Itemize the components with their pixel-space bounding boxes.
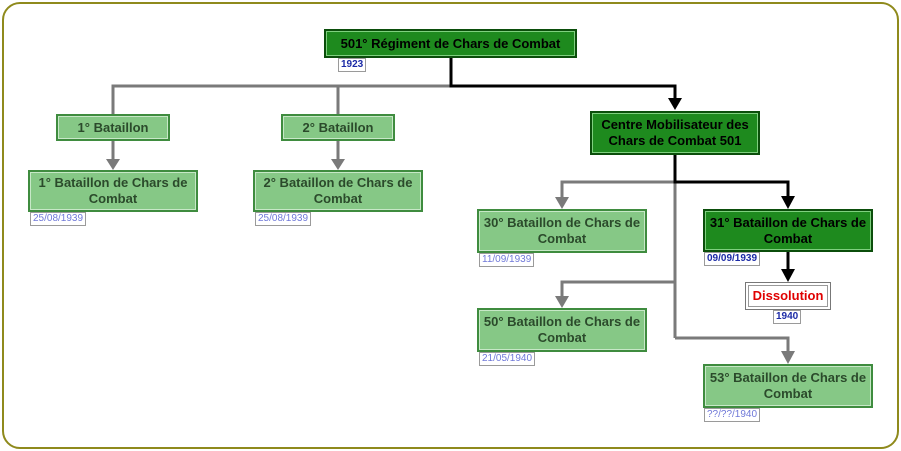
node-dissolution-label: Dissolution: [752, 288, 824, 303]
node-regiment: 501° Régiment de Chars de Combat: [324, 29, 577, 58]
node-bcc-31-label: 31° Bataillon de Chars de Combat: [709, 214, 867, 246]
arrowhead-bcc31: [781, 196, 795, 209]
date-bcc-53: ??/??/1940: [704, 408, 761, 422]
date-bcc-2: 25/08/1939: [255, 212, 312, 226]
node-bcc-53: 53° Bataillon de Chars de Combat: [703, 364, 873, 408]
node-centre-mobilisateur: Centre Mobilisateur des Chars de Combat …: [590, 111, 760, 155]
node-bcc-31: 31° Bataillon de Chars de Combat: [703, 209, 873, 252]
node-bcc-2-label: 2° Bataillon de Chars de Combat: [263, 175, 413, 206]
node-centre-mobilisateur-label: Centre Mobilisateur des Chars de Combat …: [601, 117, 749, 148]
node-bcc-30-label: 30° Bataillon de Chars de Combat: [483, 215, 641, 246]
arrowhead-bcc53: [781, 351, 795, 364]
node-bcc-1: 1° Bataillon de Chars de Combat: [28, 170, 198, 212]
node-bcc-30: 30° Bataillon de Chars de Combat: [477, 209, 647, 253]
node-bcc-50-label: 50° Bataillon de Chars de Combat: [483, 314, 641, 345]
node-bcc-2: 2° Bataillon de Chars de Combat: [253, 170, 423, 212]
arrowhead-bcc2: [331, 159, 345, 170]
node-regiment-label: 501° Régiment de Chars de Combat: [340, 35, 561, 51]
connector-regiment-to-bataillons: [111, 58, 453, 114]
arrowhead-cmcc: [668, 98, 682, 110]
date-dissolution: 1940: [773, 310, 802, 324]
connector-regiment-to-cmcc: [449, 58, 677, 99]
node-dissolution: Dissolution: [745, 282, 831, 310]
connector-to-bcc50: [560, 280, 675, 297]
connector-cmcc-to-bcc31: [673, 155, 790, 197]
date-bcc-1: 25/08/1939: [30, 212, 87, 226]
arrowhead-bcc30: [555, 197, 569, 209]
node-bataillon-1: 1° Bataillon: [56, 114, 170, 141]
node-bataillon-2-label: 2° Bataillon: [302, 119, 374, 135]
arrowhead-bcc1: [106, 159, 120, 170]
node-bcc-53-label: 53° Bataillon de Chars de Combat: [709, 370, 867, 401]
node-bcc-1-label: 1° Bataillon de Chars de Combat: [38, 175, 188, 206]
node-bcc-50: 50° Bataillon de Chars de Combat: [477, 308, 647, 352]
node-bataillon-1-label: 1° Bataillon: [77, 119, 149, 135]
connector-cmcc-to-bcc30: [560, 155, 677, 198]
node-bataillon-2: 2° Bataillon: [281, 114, 395, 141]
date-bcc-31: 09/09/1939: [704, 252, 761, 266]
connector-to-bcc53: [675, 336, 790, 352]
arrowhead-bcc50: [555, 296, 569, 308]
date-bcc-30: 11/09/1939: [479, 253, 535, 267]
date-regiment: 1923: [338, 58, 367, 72]
arrowhead-dissolution: [781, 269, 795, 282]
date-bcc-50: 21/05/1940: [479, 352, 536, 366]
